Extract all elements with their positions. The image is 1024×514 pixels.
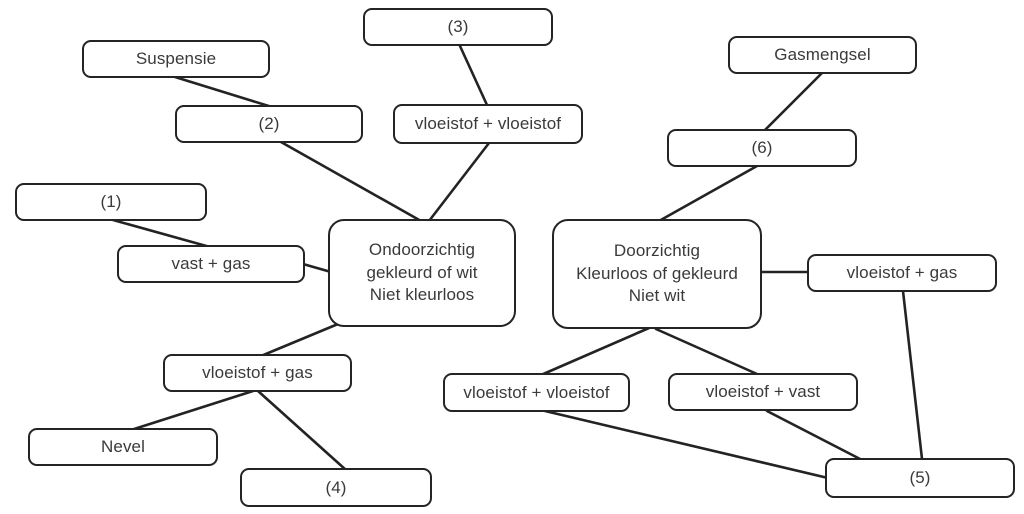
node-nevel: Nevel [28,428,218,466]
edge-vloeistofgas-bottom-nevel [129,389,255,432]
edge-suspensie-box2 [173,75,274,109]
edge-vloeistofgas-bottom-box4 [256,389,348,472]
node-doorzichtig: Doorzichtig Kleurloos of gekleurd Niet w… [552,219,762,329]
node-vloeistof-vloeistof-bottom: vloeistof + vloeistof [443,373,630,412]
node-vloeistof-gas-right: vloeistof + gas [807,254,997,292]
edge-doorzichtig-vloeistofvloeistof-bottom [539,326,651,377]
node-vast-gas: vast + gas [117,245,305,283]
edge-gasmengsel-box6 [762,71,824,133]
doorzichtig-line3: Niet wit [628,286,686,306]
node-box6: (6) [667,129,857,167]
node-vloeistof-vloeistof-top: vloeistof + vloeistof [393,104,583,144]
doorzichtig-line1: Doorzichtig [613,241,701,261]
edge-vastgas-ondoorzichtig [301,262,333,274]
edge-doorzichtig-vloeistofvast [654,327,759,376]
edge-box6-doorzichtig [657,164,759,223]
edge-vloeistofvast-box5 [765,409,864,462]
node-box5: (5) [825,458,1015,498]
node-doorzichtig-text: Doorzichtig Kleurloos of gekleurd Niet w… [576,240,738,308]
edge-vloeistofgas-right-box5 [901,289,924,461]
node-vloeistof-vast: vloeistof + vast [668,373,858,411]
node-box4: (4) [240,468,432,507]
ondoorzichtig-line2: gekleurd of wit [366,262,478,282]
edge-vloeistofvloeistof-top-ondoorzichtig [427,141,491,223]
node-box3: (3) [363,8,553,46]
node-vloeistof-gas-bottom: vloeistof + gas [163,354,352,392]
node-suspensie: Suspensie [82,40,270,78]
edge-box1-vastgas [111,218,212,249]
node-gasmengsel: Gasmengsel [728,36,917,74]
node-ondoorzichtig: Ondoorzichtig gekleurd of wit Niet kleur… [328,219,516,327]
edge-ondoorzichtig-vloeistofgas-bottom [259,322,340,358]
node-box1: (1) [15,183,207,221]
edge-box2-ondoorzichtig [279,140,423,223]
node-box2: (2) [175,105,363,143]
edge-vloeistofvloeistof-bottom-box5 [543,409,830,480]
ondoorzichtig-line1: Ondoorzichtig [368,240,476,260]
doorzichtig-line2: Kleurloos of gekleurd [576,263,738,283]
edge-box3-vloeistofvloeistof-top [458,44,489,107]
node-ondoorzichtig-text: Ondoorzichtig gekleurd of wit Niet kleur… [366,239,477,307]
ondoorzichtig-line3: Niet kleurloos [369,285,475,305]
